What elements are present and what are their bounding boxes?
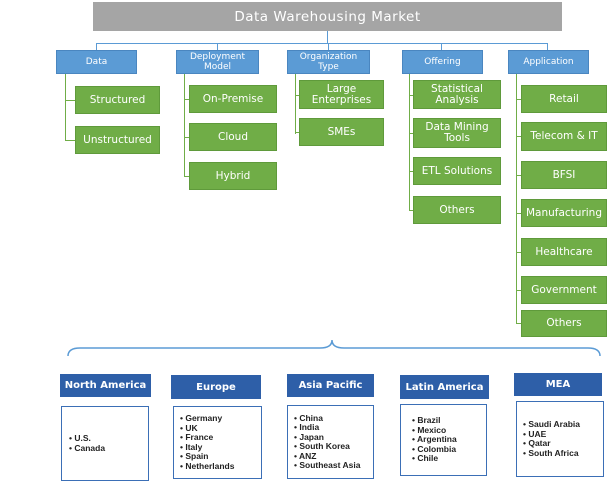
region-north-america-countries: U.S. Canada: [61, 406, 149, 481]
country-item: China: [294, 413, 360, 424]
item-healthcare: Healthcare: [521, 238, 607, 266]
diagram-title: Data Warehousing Market: [93, 2, 562, 31]
category-organization-type: Organization Type: [287, 50, 370, 74]
item-data-mining-tools: Data Mining Tools: [413, 118, 501, 148]
branch-line: [409, 74, 410, 211]
category-application: Application: [508, 50, 589, 74]
country-item: Saudi Arabia: [523, 419, 580, 430]
country-item: Qatar: [523, 438, 580, 449]
country-item: Colombia: [412, 444, 457, 455]
branch-tick: [65, 100, 75, 101]
item-bfsi: BFSI: [521, 161, 607, 189]
country-item: Brazil: [412, 416, 457, 426]
country-item: ANZ: [294, 451, 360, 462]
branch-tick: [409, 133, 413, 134]
branch-tick: [65, 140, 75, 141]
branch-tick: [516, 175, 521, 176]
branch-line: [65, 74, 66, 141]
country-item: Spain: [180, 451, 234, 462]
item-telecom-it: Telecom & IT: [521, 122, 607, 151]
branch-line: [184, 74, 185, 177]
category-connector: [217, 43, 218, 50]
branch-tick: [409, 95, 413, 96]
item-smes: SMEs: [299, 118, 384, 146]
region-mea: MEA: [514, 373, 602, 396]
item-others-offering: Others: [413, 196, 501, 224]
branch-tick: [184, 176, 189, 177]
item-on-premise: On-Premise: [189, 85, 277, 113]
branch-tick: [516, 252, 521, 253]
country-item: Italy: [180, 442, 234, 453]
branch-line: [516, 74, 517, 324]
item-structured: Structured: [75, 86, 160, 114]
country-item: Canada: [69, 443, 105, 454]
country-list: Brazil Mexico Argentina Colombia Chile: [401, 416, 457, 464]
branch-tick: [516, 323, 521, 324]
category-connector-bar: [96, 43, 548, 44]
branch-tick: [516, 290, 521, 291]
region-latin-america-countries: Brazil Mexico Argentina Colombia Chile: [400, 404, 487, 476]
country-item: Argentina: [412, 435, 457, 445]
category-connector: [441, 43, 442, 50]
branch-tick: [184, 137, 189, 138]
item-government: Government: [521, 276, 607, 304]
branch-tick: [295, 132, 299, 133]
item-etl-solutions: ETL Solutions: [413, 157, 501, 185]
branch-tick: [409, 171, 413, 172]
branch-tick: [516, 99, 521, 100]
branch-tick: [516, 213, 521, 214]
country-list: China India Japan South Korea ANZ Southe…: [288, 413, 360, 471]
country-item: U.S.: [69, 433, 105, 444]
item-statistical-analysis: Statistical Analysis: [413, 80, 501, 109]
item-hybrid: Hybrid: [189, 162, 277, 190]
category-deployment-model: Deployment Model: [176, 50, 259, 74]
country-item: UK: [180, 423, 234, 434]
country-item: UAE: [523, 429, 580, 440]
branch-line: [295, 74, 296, 134]
country-item: Japan: [294, 432, 360, 443]
region-asia-pacific-countries: China India Japan South Korea ANZ Southe…: [287, 405, 374, 479]
item-others-application: Others: [521, 310, 607, 337]
region-europe-countries: Germany UK France Italy Spain Netherland…: [173, 406, 262, 479]
country-item: Mexico: [412, 425, 457, 436]
country-list: Germany UK France Italy Spain Netherland…: [174, 413, 234, 472]
item-retail: Retail: [521, 85, 607, 113]
category-connector: [547, 43, 548, 50]
country-item: South Korea: [294, 441, 360, 452]
country-list: U.S. Canada: [62, 433, 105, 454]
item-unstructured: Unstructured: [75, 126, 160, 154]
region-asia-pacific: Asia Pacific: [287, 374, 374, 397]
category-connector: [328, 43, 329, 50]
regions-brace: [67, 339, 601, 357]
country-item: Chile: [412, 454, 457, 464]
country-item: Germany: [180, 413, 234, 424]
country-item: India: [294, 422, 360, 433]
item-large-enterprises: Large Enterprises: [299, 80, 384, 109]
category-offering: Offering: [402, 50, 483, 74]
country-item: Netherlands: [180, 461, 234, 472]
branch-tick: [516, 136, 521, 137]
country-list: Saudi Arabia UAE Qatar South Africa: [517, 419, 580, 459]
region-mea-countries: Saudi Arabia UAE Qatar South Africa: [516, 401, 604, 477]
category-connector: [96, 43, 97, 50]
country-item: Southeast Asia: [294, 460, 360, 471]
region-europe: Europe: [171, 375, 261, 399]
country-item: South Africa: [523, 448, 580, 459]
category-data: Data: [56, 50, 137, 74]
item-manufacturing: Manufacturing: [521, 199, 607, 227]
branch-tick: [409, 210, 413, 211]
region-north-america: North America: [60, 374, 151, 397]
branch-tick: [295, 95, 299, 96]
title-connector: [327, 31, 328, 44]
branch-tick: [184, 99, 189, 100]
country-item: France: [180, 432, 234, 443]
item-cloud: Cloud: [189, 123, 277, 151]
region-latin-america: Latin America: [400, 375, 489, 399]
